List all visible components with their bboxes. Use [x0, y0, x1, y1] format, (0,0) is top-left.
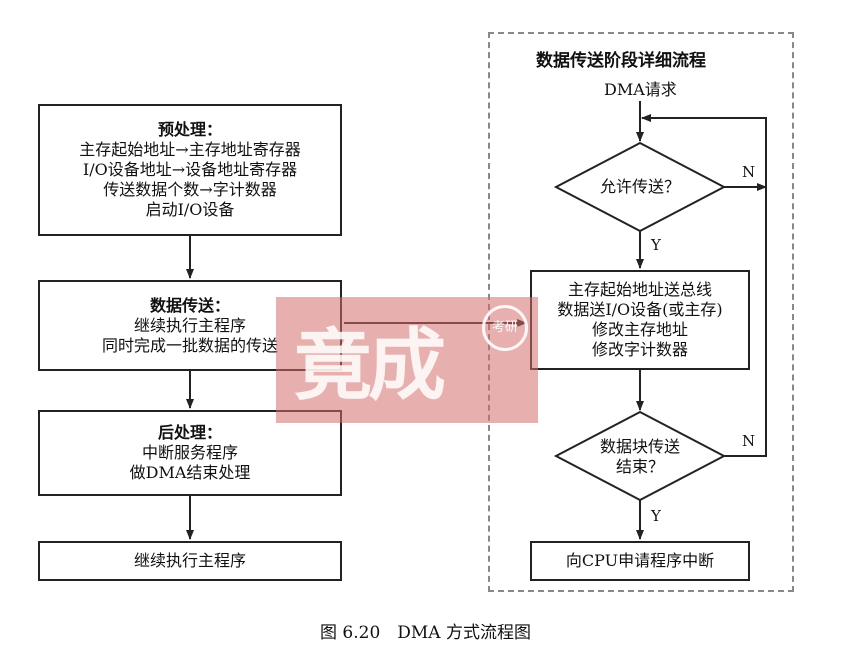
watermark-text: 竟成	[294, 320, 446, 411]
transfer-steps-box: 主存起始地址送总线 数据送I/O设备(或主存) 修改主存地址 修改字计数器	[530, 270, 750, 370]
arrow-done-no-loop	[641, 114, 767, 457]
postprocess-line: 做DMA结束处理	[129, 463, 251, 482]
transfer-line: 继续执行主程序	[133, 315, 246, 335]
transfer-title: 数据传送：	[149, 295, 230, 315]
preprocess-box: 预处理： 主存起始地址→主存地址寄存器 I/O设备地址→设备地址寄存器 传送数据…	[38, 104, 342, 236]
postprocess-title: 后处理：	[157, 423, 222, 442]
figure-caption: 图 6.20 DMA 方式流程图	[320, 623, 531, 643]
continue-main-label: 继续执行主程序	[133, 551, 246, 570]
step-line: 修改字计数器	[591, 340, 688, 359]
postprocess-box: 后处理： 中断服务程序 做DMA结束处理	[38, 410, 342, 496]
preprocess-line: I/O设备地址→设备地址寄存器	[82, 160, 298, 179]
preprocess-line: 主存起始地址→主存地址寄存器	[79, 140, 301, 159]
done-yes-label: Y	[651, 507, 661, 525]
step-line: 主存起始地址送总线	[567, 280, 712, 299]
allow-transfer-label: 允许传送？	[599, 177, 680, 196]
continue-main-box: 继续执行主程序	[38, 541, 342, 581]
postprocess-line: 中断服务程序	[141, 443, 238, 462]
preprocess-line: 启动I/O设备	[145, 200, 235, 219]
done-no-label: N	[742, 432, 756, 450]
watermark-badge: 考研	[482, 305, 528, 351]
detail-title: 数据传送阶段详细流程	[536, 51, 706, 71]
interrupt-label: 向CPU申请程序中断	[565, 551, 715, 570]
step-line: 修改主存地址	[591, 320, 688, 339]
watermark-logo: 竟成 考研	[276, 297, 538, 423]
dma-request-label: DMA请求	[604, 80, 677, 99]
interrupt-box: 向CPU申请程序中断	[530, 541, 750, 581]
block-done-line: 结束？	[615, 457, 664, 476]
block-done-label: 数据块传送 结束？	[580, 437, 700, 477]
allow-no-label: N	[742, 163, 756, 181]
step-line: 数据送I/O设备(或主存)	[557, 300, 723, 319]
allow-yes-label: Y	[651, 236, 661, 254]
preprocess-title: 预处理：	[157, 120, 222, 139]
block-done-line: 数据块传送	[599, 437, 680, 456]
preprocess-line: 传送数据个数→字计数器	[103, 180, 277, 199]
transfer-line: 同时完成一批数据的传送	[101, 335, 278, 355]
